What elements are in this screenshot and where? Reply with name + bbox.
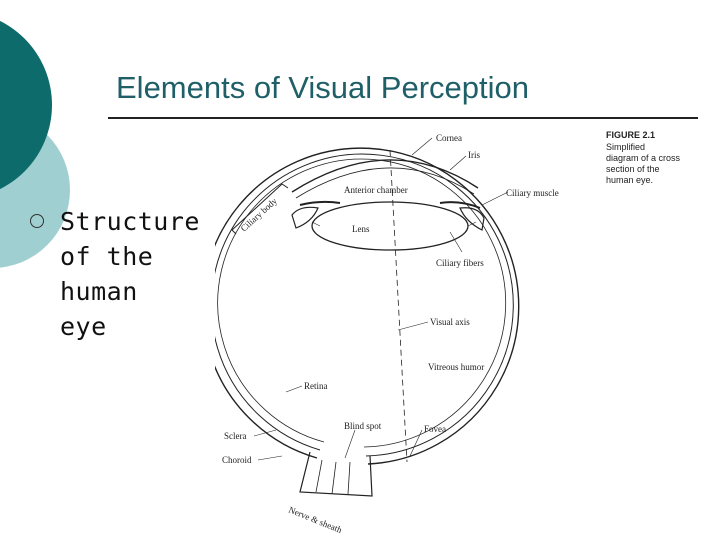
ciliary-body-bracket [231, 183, 289, 235]
figure-caption-line: diagram of a cross [606, 153, 681, 163]
ciliary-fibers-label: Ciliary fibers [436, 258, 484, 268]
iris-right [439, 201, 481, 209]
nerve-sheath-label: Nerve & sheath [287, 505, 344, 536]
nerve-fiber-line [315, 459, 323, 493]
eye-cross-section-diagram: Cornea Iris Anterior chamber Ciliary mus… [215, 130, 681, 536]
lens-label: Lens [352, 224, 370, 234]
figure-caption-heading: FIGURE 2.1 [606, 130, 655, 140]
iris-label: Iris [468, 150, 480, 160]
ciliary-right [459, 207, 485, 231]
bullet-line: Structure [60, 207, 200, 236]
blind-spot-label: Blind spot [344, 421, 382, 431]
nerve-fiber-line [347, 461, 351, 495]
bullet-text: Structure of the human eye [60, 204, 220, 344]
cornea-leader [411, 137, 433, 156]
figure-caption-line: human eye. [606, 175, 653, 185]
bullet-line: of the [60, 242, 154, 271]
fovea-leader [409, 429, 423, 457]
bullet-line: human [60, 277, 138, 306]
sclera-leader [253, 429, 277, 437]
bullet-line: eye [60, 312, 107, 341]
blind-spot-leader [344, 429, 356, 459]
choroid-outline [215, 153, 514, 457]
cornea-outline [291, 159, 479, 193]
figure-caption-line: Simplified [606, 142, 645, 152]
vitreous-humor-label: Vitreous humor [428, 362, 484, 372]
sclera-outline [215, 147, 520, 465]
decorative-circles [0, 20, 70, 268]
hollow-circle-bullet-icon [30, 214, 44, 228]
sclera-label: Sclera [224, 431, 247, 441]
ciliary-fiber-line [311, 221, 321, 227]
iris-left [299, 200, 341, 206]
figure-caption-line: section of the [606, 164, 660, 174]
optic-nerve [299, 451, 373, 497]
title-underline [108, 117, 698, 119]
fovea-label: Fovea [424, 424, 446, 434]
iris-leader [449, 155, 467, 171]
ciliary-fibers-leader [449, 231, 463, 253]
choroid-label: Choroid [222, 455, 252, 465]
anterior-chamber-label: Anterior chamber [344, 185, 408, 195]
dark-teal-circle [0, 20, 52, 190]
cornea-inner [295, 167, 475, 199]
ciliary-left [291, 206, 319, 229]
ciliary-fiber-line [467, 221, 477, 227]
ciliary-muscle-leader [481, 191, 509, 206]
slide-title: Elements of Visual Perception [116, 70, 529, 105]
retina-leader [285, 385, 303, 393]
cornea-label: Cornea [436, 133, 462, 143]
lens-shape [311, 201, 469, 251]
visual-axis-leader [397, 321, 429, 331]
ciliary-body-label: Ciliary body [239, 195, 280, 233]
visual-axis-label: Visual axis [430, 317, 470, 327]
visual-axis-line [389, 149, 408, 463]
ciliary-muscle-label: Ciliary muscle [506, 188, 559, 198]
choroid-leader [257, 455, 283, 461]
retina-label: Retina [304, 381, 328, 391]
nerve-fiber-line [331, 461, 337, 495]
